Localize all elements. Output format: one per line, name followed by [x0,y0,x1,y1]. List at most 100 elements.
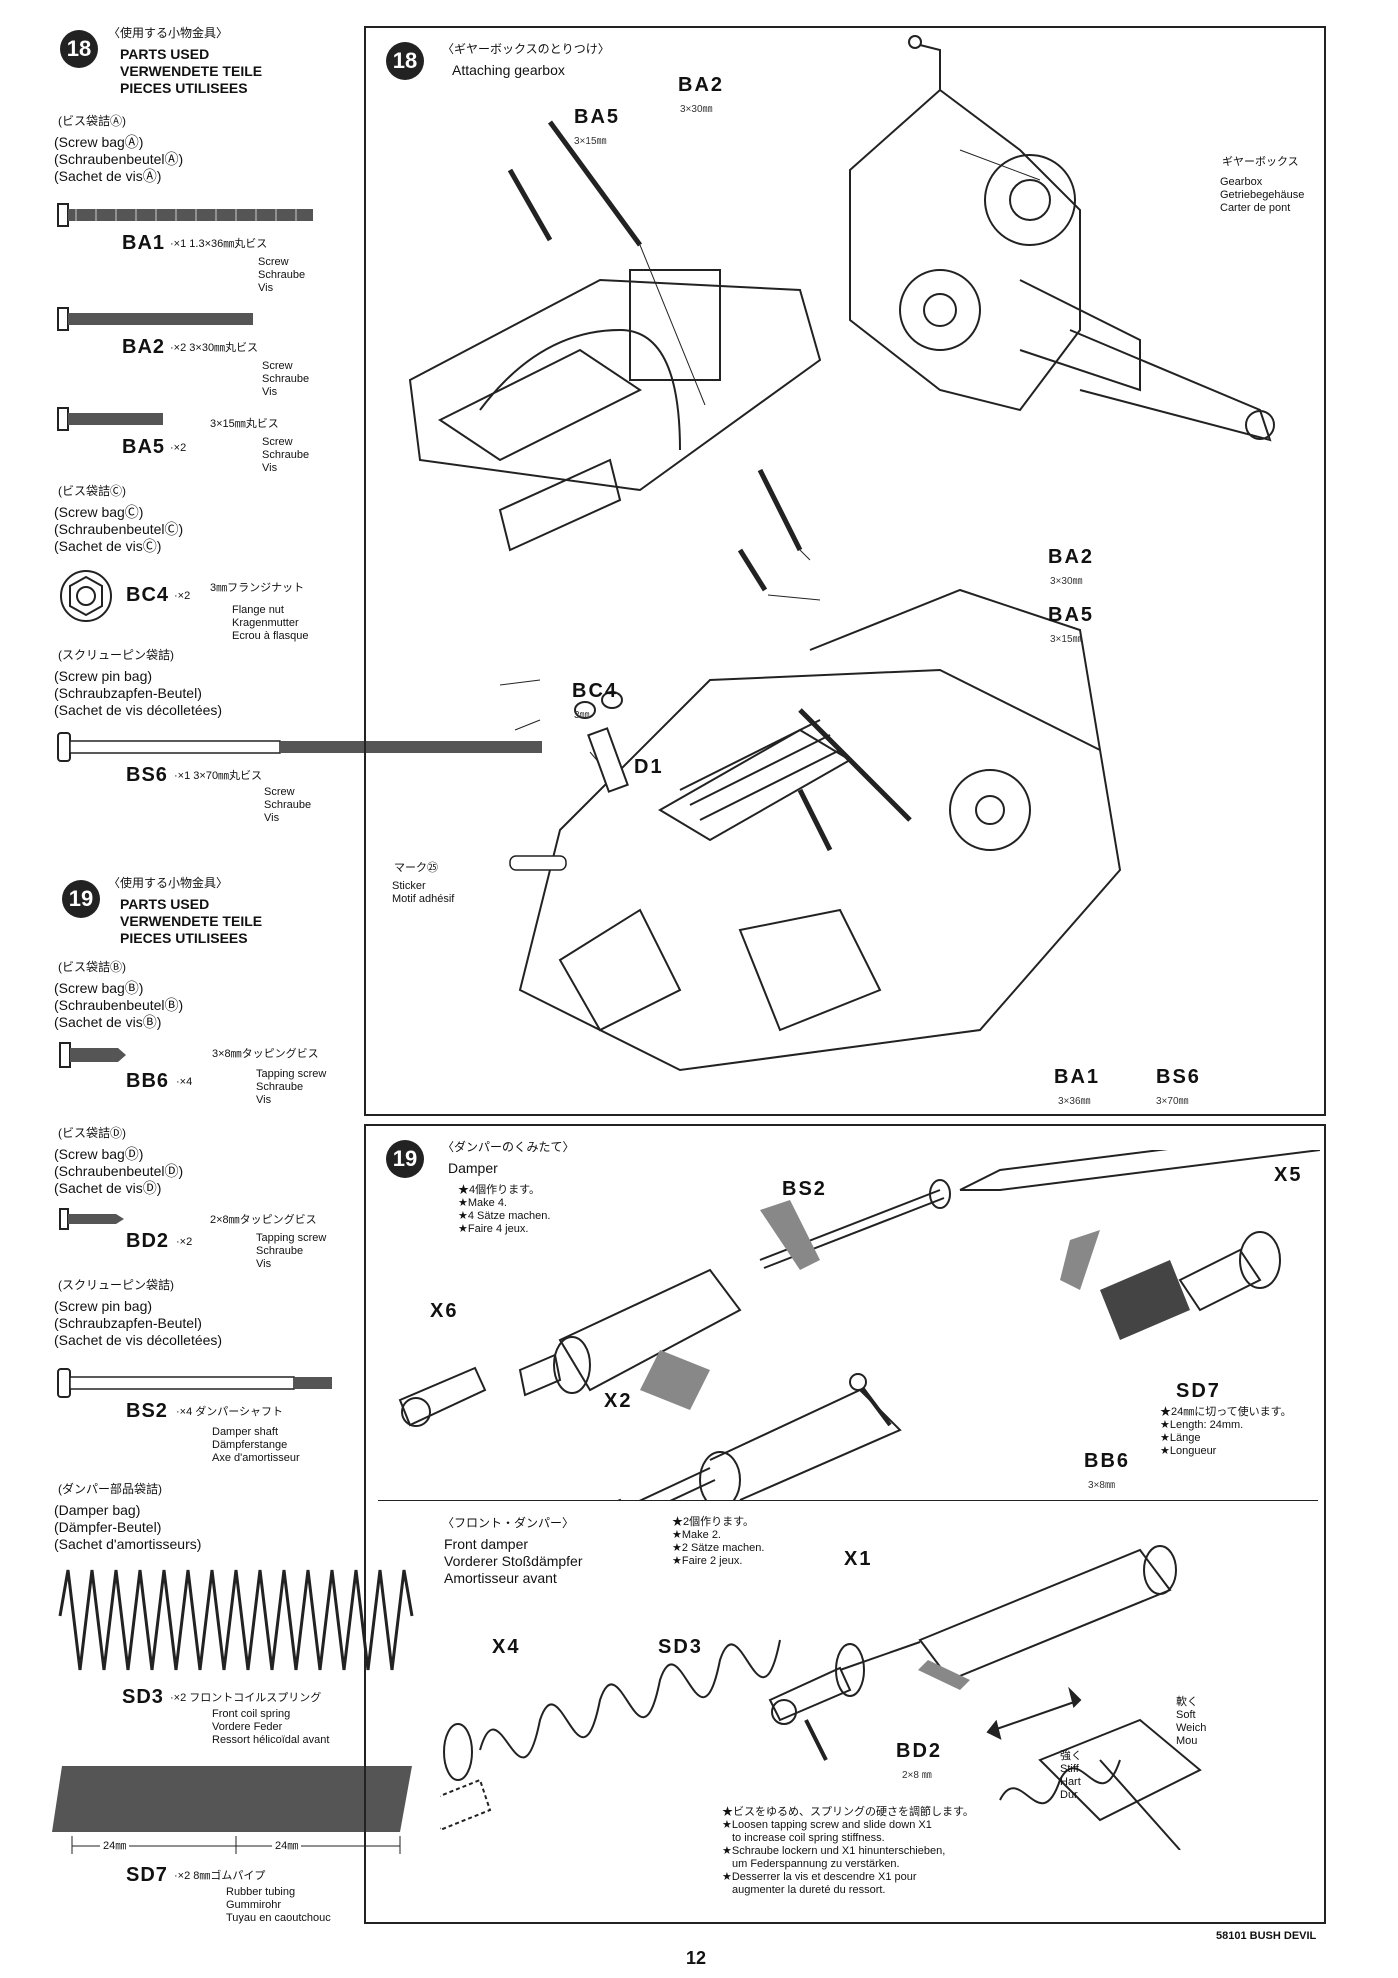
ba2-code: BA2 [122,336,166,358]
callout-sd3: SD3 [658,1636,703,1658]
damperbag-jp: (ダンパー部品袋詰) [58,1482,162,1496]
pinbag-18-label: (Screw pin bag)(Schraubzapfen-Beutel)(Sa… [54,668,223,718]
bs2-shaft-illustration [57,1368,332,1398]
bag-c-jp: (ビス袋詰Ⓒ) [58,484,126,498]
sd7-qty: ·×2 8㎜ゴムパイプ [174,1870,266,1882]
damper-jp: 〈ダンパーのくみたて〉 [442,1140,575,1154]
bag-c-label: (Screw bagⒸ)(SchraubenbeutelⒸ)(Sachet de… [54,504,184,554]
ba5-qty: ·×2 [170,442,187,454]
callout-x5: X5 [1274,1164,1303,1186]
callout-ba5-right: BA5 [1048,604,1095,626]
callout-ba2-right-size: 3×30㎜ [1050,576,1083,587]
bc4-nut-illustration [60,570,112,622]
parts-used-jp: 〈使用する小物金具〉 [108,26,229,40]
gearbox-jp-label: ギヤーボックス [1222,156,1299,168]
callout-bd2-size: 2×8 ㎜ [902,1770,932,1781]
bag-b-label: (Screw bagⒷ)(SchraubenbeutelⒷ)(Sachet de… [54,980,184,1030]
bs2-qty: ·×4 ダンパーシャフト [176,1406,284,1418]
damperbag-label: (Damper bag)(Dämpfer-Beutel)(Sachet d'am… [54,1502,202,1552]
sd7-dim-right: 24㎜ [272,1840,302,1853]
ba5-code: BA5 [122,436,166,458]
callout-bc4-size: 3㎜ [574,710,590,721]
step-18-panel [364,26,1326,1116]
bc4-qty: ·×2 [174,590,191,602]
callout-x2: X2 [604,1390,633,1412]
sd7-dim-left: 24㎜ [100,1840,130,1853]
callout-bd2: BD2 [896,1740,943,1762]
bb6-spec: 3×8㎜タッピングビス [212,1048,319,1060]
ba5-screw-illustration [57,407,163,431]
bag-a-label: (Screw bagⒶ)(SchraubenbeutelⒶ)(Sachet de… [54,134,184,184]
damper-assembly-illustration [398,1150,1320,1500]
gearbox-assembly-illustration [408,35,1275,1072]
pinbag-18-jp: (スクリューピン袋詰) [58,648,174,662]
bs6-qty: ·×1 3×70㎜丸ビス [174,770,263,782]
callout-bc4: BC4 [572,680,619,702]
callout-ba5-right-size: 3×15㎜ [1050,634,1083,645]
sticker-jp: マーク㉕ [394,862,438,874]
front-damper-jp: 〈フロント・ダンパー〉 [442,1516,575,1530]
ba2-screw-illustration [57,307,253,331]
sd7-code: SD7 [126,1864,168,1886]
sd3-qty: ·×2 フロントコイルスプリング [170,1692,322,1704]
callout-bb6-size: 3×8㎜ [1088,1480,1115,1491]
callout-x6: X6 [430,1300,459,1322]
pinbag-19-jp: (スクリューピン袋詰) [58,1278,174,1292]
pinbag-19-label: (Screw pin bag)(Schraubzapfen-Beutel)(Sa… [54,1298,223,1348]
callout-ba1-size: 3×36㎜ [1058,1096,1091,1107]
sd3-spring-illustration [58,1569,414,1671]
callout-ba2-top-size: 3×30㎜ [680,104,713,115]
bd2-spec: 2×8㎜タッピングビス [210,1214,317,1226]
callout-bs6-size: 3×70㎜ [1156,1096,1189,1107]
bb6-screw-illustration [59,1042,126,1068]
bb6-code: BB6 [126,1070,170,1092]
callout-x4: X4 [492,1636,521,1658]
bs2-code: BS2 [126,1400,168,1422]
bag-d-label: (Screw bagⒹ)(SchraubenbeutelⒹ)(Sachet de… [54,1146,184,1196]
front-damper-illustration [440,1545,1202,1850]
step-19-diagram-badge: 19 [386,1140,424,1178]
gearbox-jp: 〈ギヤーボックスのとりつけ〉 [442,42,610,56]
bc4-code: BC4 [126,584,170,606]
bb6-qty: ·×4 [176,1076,193,1088]
step-19-badge: 19 [62,880,100,918]
make-2-note: ★2個作ります。★Make 2.★2 Sätze machen.★Faire 2… [672,1516,765,1567]
page-number: 12 [686,1948,707,1968]
callout-bs2: BS2 [782,1178,827,1200]
model-number: 58101 BUSH DEVIL [1216,1930,1317,1942]
ba2-qty: ·×2 3×30㎜丸ビス [170,342,259,354]
panel-19-divider [378,1500,1318,1501]
ba5-spec: 3×15㎜丸ビス [210,418,279,430]
step-18-badge: 18 [60,30,98,68]
callout-sd7: SD7 [1176,1380,1221,1402]
loosen-screw-note: ★ビスをゆるめ、スプリングの硬さを調節します。 ★Loosen tapping … [722,1806,974,1896]
ba1-code: BA1 [122,232,166,254]
ba1-qty: ·×1 1.3×36㎜丸ビス [170,238,268,250]
callout-ba2-top: BA2 [678,74,725,96]
bag-b-jp: (ビス袋詰Ⓑ) [58,960,126,974]
make-4-note: ★4個作ります。★Make 4.★4 Sätze machen.★Faire 4… [458,1184,551,1235]
callout-bb6: BB6 [1084,1450,1131,1472]
parts-used-19-jp: 〈使用する小物金具〉 [108,876,229,890]
sd3-code: SD3 [122,1686,164,1708]
callout-ba2-right: BA2 [1048,546,1095,568]
step-18-diagram-badge: 18 [386,42,424,80]
sd7-length-note: ★24㎜に切って使います。★Length: 24mm.★Länge★Longue… [1160,1406,1292,1457]
bc4-spec: 3㎜フランジナット [210,582,305,594]
